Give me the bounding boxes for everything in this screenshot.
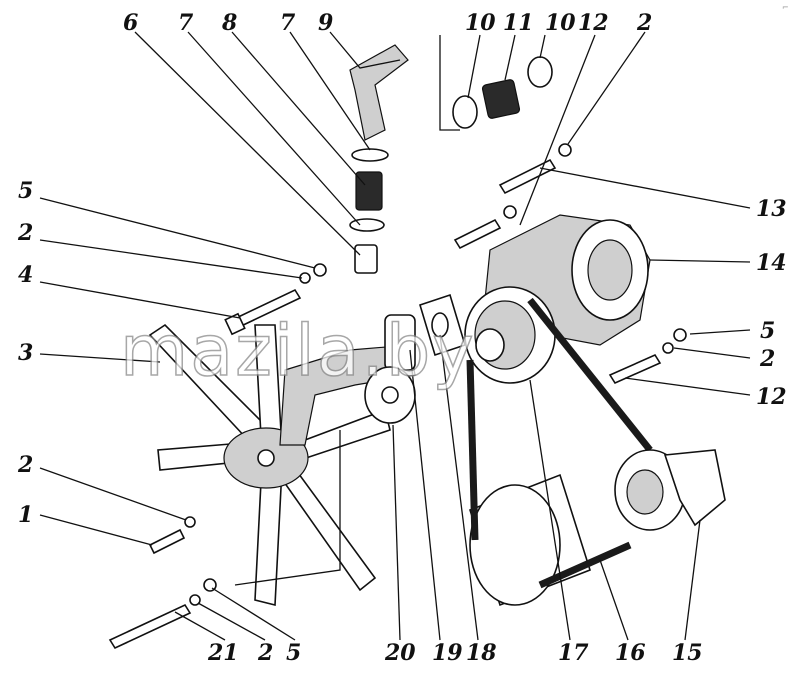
callout-2-right: 2 xyxy=(759,346,775,372)
fan-impeller xyxy=(148,323,391,607)
callout-12-right: 12 xyxy=(756,384,787,410)
callout-20: 20 xyxy=(384,640,416,666)
watermark-text: mazila.by xyxy=(120,310,476,392)
callout-1: 1 xyxy=(18,502,33,528)
water-hose xyxy=(349,44,409,141)
callout-7-right: 7 xyxy=(280,10,296,36)
callout-11: 11 xyxy=(503,10,534,36)
generator-pulley xyxy=(614,449,726,531)
hose-clamps xyxy=(349,148,389,274)
callout-labels: 6 7 8 7 9 10 11 10 12 2 5 2 4 3 13 14 5 … xyxy=(17,10,787,666)
callout-5-right: 5 xyxy=(760,318,775,344)
callout-2-bottom: 2 xyxy=(257,640,273,666)
sleeve-clamps xyxy=(452,56,553,129)
leader-lines xyxy=(39,31,751,641)
callout-5-bottom: 5 xyxy=(286,640,301,666)
corner-mark: ⌐ xyxy=(782,3,789,12)
callout-2-left-lower: 2 xyxy=(17,452,33,478)
callout-8: 8 xyxy=(221,10,237,36)
callout-10-right: 10 xyxy=(545,10,576,36)
callout-19: 19 xyxy=(432,640,463,666)
callout-12-top: 12 xyxy=(578,10,609,36)
callout-5-left: 5 xyxy=(18,178,33,204)
pump-pulley xyxy=(464,286,556,384)
callout-3: 3 xyxy=(18,340,33,366)
callout-16: 16 xyxy=(615,640,646,666)
callout-14: 14 xyxy=(756,250,787,276)
callout-10-left: 10 xyxy=(465,10,496,36)
callout-17: 17 xyxy=(558,640,589,666)
washers xyxy=(184,143,687,606)
callout-15: 15 xyxy=(672,640,703,666)
fan-hub-and-gaskets xyxy=(364,293,466,424)
callout-2-left-upper: 2 xyxy=(17,220,33,246)
callout-4: 4 xyxy=(18,262,33,288)
callout-21: 21 xyxy=(207,640,239,666)
callout-7-left: 7 xyxy=(178,10,194,36)
generator-body xyxy=(469,473,591,607)
callout-9: 9 xyxy=(318,10,333,36)
callout-18: 18 xyxy=(466,640,497,666)
callout-2-top: 2 xyxy=(636,10,652,36)
drive-belt xyxy=(466,297,653,589)
callout-6: 6 xyxy=(123,10,138,36)
callout-13: 13 xyxy=(756,196,787,222)
